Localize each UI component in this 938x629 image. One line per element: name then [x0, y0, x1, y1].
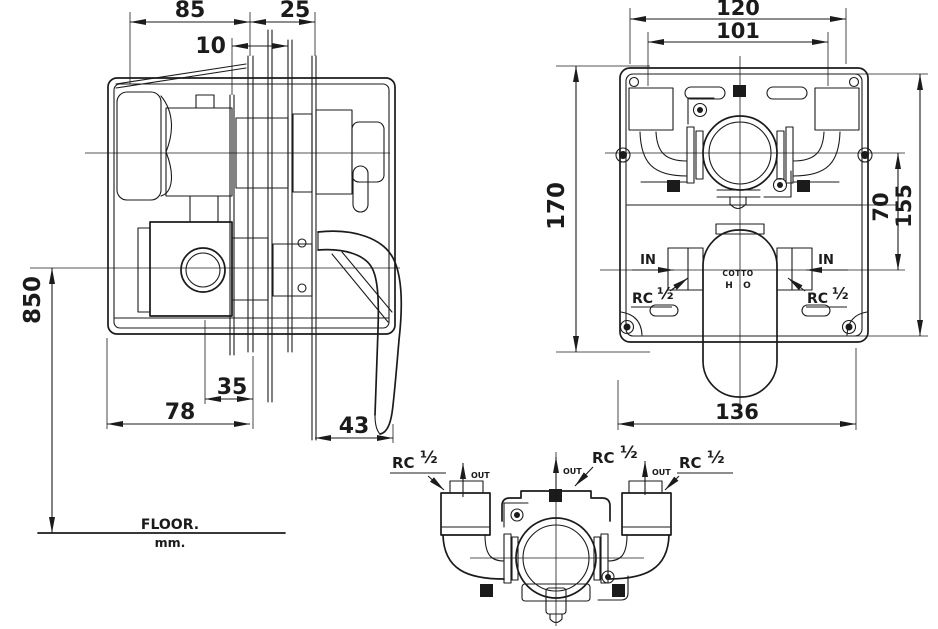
- dim-78-label: 78: [165, 400, 196, 425]
- thread-label-3: RC: [679, 454, 702, 472]
- floor-reference: FLOOR. mm.: [37, 517, 286, 550]
- bottom-view-valve-body: [480, 489, 629, 624]
- side-view-concealed-box: [107, 63, 396, 335]
- thread-label-1: RC: [392, 454, 415, 472]
- thread-left-size: ½: [657, 284, 674, 303]
- dim-170-label: 170: [544, 182, 570, 230]
- floor-label: FLOOR.: [141, 517, 199, 533]
- outlet-label-3: OUT: [652, 468, 671, 477]
- dim-101-label: 101: [716, 19, 760, 43]
- front-view-inlet-labels: IN IN RC ½ RC ½ COTTO H O: [631, 253, 849, 308]
- side-view-mixer-cartridge: [137, 195, 313, 317]
- thread-left-label: RC: [632, 291, 653, 307]
- dim-850-label: 850: [20, 276, 46, 324]
- dim-25-label: 25: [280, 0, 311, 23]
- side-view-diverter-cartridge: [116, 91, 385, 213]
- thread-label-2: RC: [592, 449, 615, 467]
- side-view-centerlines: [30, 152, 400, 269]
- dim-155-label: 155: [892, 184, 916, 228]
- dim-70-label: 70: [869, 192, 893, 221]
- outlet-label-1: OUT: [471, 471, 490, 480]
- bottom-view-labels: RC ½ OUT OUT RC ½ OUT RC ½: [390, 443, 733, 500]
- side-view-dimensions: 85 25 10 850 35 78 43: [20, 0, 394, 533]
- thread-size-2: ½: [620, 443, 638, 463]
- inlet-left-label: IN: [640, 253, 656, 268]
- front-view-dimensions: 120 101 170 70 155 136: [544, 0, 928, 430]
- outlet-label-2: OUT: [563, 467, 582, 476]
- dim-43-label: 43: [339, 414, 370, 439]
- dim-120-label: 120: [716, 0, 760, 20]
- inlet-right-label: IN: [818, 253, 834, 268]
- thread-right-label: RC: [807, 291, 828, 307]
- thread-right-size: ½: [832, 284, 849, 303]
- brand-label: COTTO: [722, 269, 753, 278]
- dim-136-label: 136: [715, 400, 759, 424]
- dim-35-label: 35: [217, 375, 248, 400]
- thread-size-1: ½: [420, 448, 438, 468]
- dim-85-label: 85: [175, 0, 206, 23]
- bottom-view: RC ½ OUT OUT RC ½ OUT RC ½: [390, 443, 733, 626]
- front-view-top-ports: [628, 85, 860, 131]
- bottom-view-outlet-elbows: [440, 480, 672, 580]
- floor-unit-label: mm.: [155, 535, 186, 550]
- front-view: IN IN RC ½ RC ½ COTTO H O 120 101: [544, 0, 928, 430]
- cold-marker-label: O: [743, 281, 751, 291]
- hot-marker-label: H: [725, 281, 733, 291]
- dim-10-label: 10: [195, 34, 226, 59]
- side-view: 85 25 10 850 35 78 43 FLOOR. mm.: [20, 0, 403, 550]
- thread-size-3: ½: [707, 448, 725, 468]
- front-view-mounting-plate: [615, 67, 898, 343]
